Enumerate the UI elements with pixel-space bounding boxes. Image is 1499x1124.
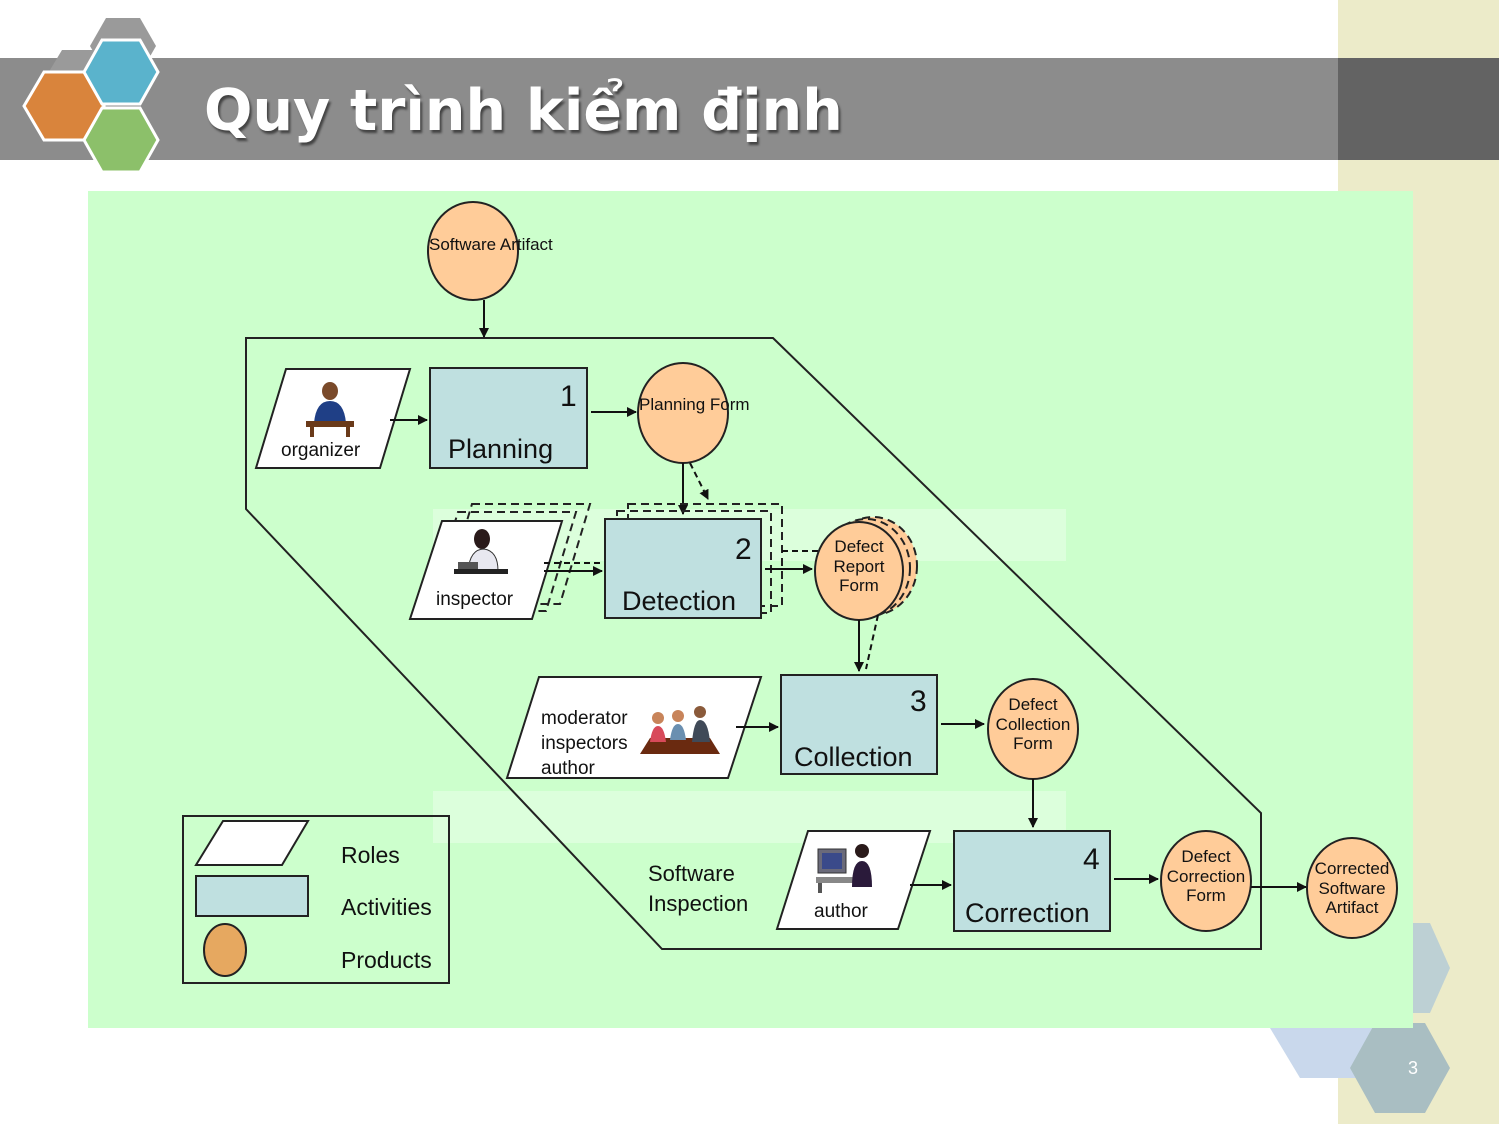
- inspection-process-diagram: Software Artifact organizer 1 Planning P…: [88, 191, 1413, 1028]
- defect-collection-form-label: Defect Collection Form: [995, 695, 1071, 754]
- role-moderator-label: moderator: [541, 708, 628, 729]
- legend-roles-label: Roles: [341, 842, 400, 868]
- hexagon-cluster-logo-icon: [22, 18, 160, 174]
- person-at-computer-icon: [816, 844, 872, 893]
- defect-correction-form-node: [1160, 830, 1252, 932]
- legend-box: [182, 815, 450, 984]
- person-at-desk-icon: [306, 382, 354, 437]
- defect-report-form-label: Defect Report Form: [833, 537, 885, 596]
- corrected-software-artifact-label: Corrected Software Artifact: [1314, 859, 1390, 918]
- activity-detection-label: Detection: [622, 586, 737, 616]
- title-bar: [0, 58, 1338, 160]
- title-bar-accent: [1338, 58, 1499, 160]
- step-4-number: 4: [1083, 843, 1100, 876]
- meeting-group-icon: [640, 706, 720, 754]
- role-inspector-label: inspector: [436, 589, 514, 610]
- role-team-label: moderator inspectors author: [541, 706, 628, 781]
- activity-correction-label: Correction: [965, 898, 1090, 928]
- planning-form-label: Planning Form: [639, 395, 750, 414]
- software-inspection-label: Software Inspection: [648, 861, 749, 916]
- slide-title: Quy trình kiểm định: [204, 78, 843, 144]
- activity-planning-label: Planning: [448, 434, 554, 464]
- page-number: 3: [1407, 1058, 1418, 1078]
- role-author-label-3: author: [541, 758, 595, 779]
- activity-detection-box: [604, 518, 762, 619]
- step-2-number: 2: [735, 533, 752, 566]
- software-artifact-label: Software Artifact: [429, 235, 553, 254]
- software-artifact-node: [427, 201, 519, 301]
- role-organizer-label: organizer: [281, 440, 361, 461]
- activity-planning-box: [429, 367, 588, 469]
- corrected-software-artifact-node: [1306, 837, 1398, 939]
- step-1-number: 1: [560, 380, 577, 413]
- legend-products-label: Products: [341, 947, 432, 973]
- activity-collection-box: [780, 674, 938, 775]
- software-inspection-boundary: [245, 337, 1262, 950]
- activity-correction-box: [953, 830, 1111, 932]
- role-author-label: author: [814, 901, 868, 922]
- activity-collection-label: Collection: [794, 742, 913, 772]
- step-3-number: 3: [910, 685, 927, 718]
- defect-correction-form-label: Defect Correction Form: [1166, 847, 1246, 906]
- role-inspectors-label: inspectors: [541, 733, 628, 754]
- person-reading-icon: [454, 529, 508, 574]
- legend-activities-label: Activities: [341, 894, 432, 920]
